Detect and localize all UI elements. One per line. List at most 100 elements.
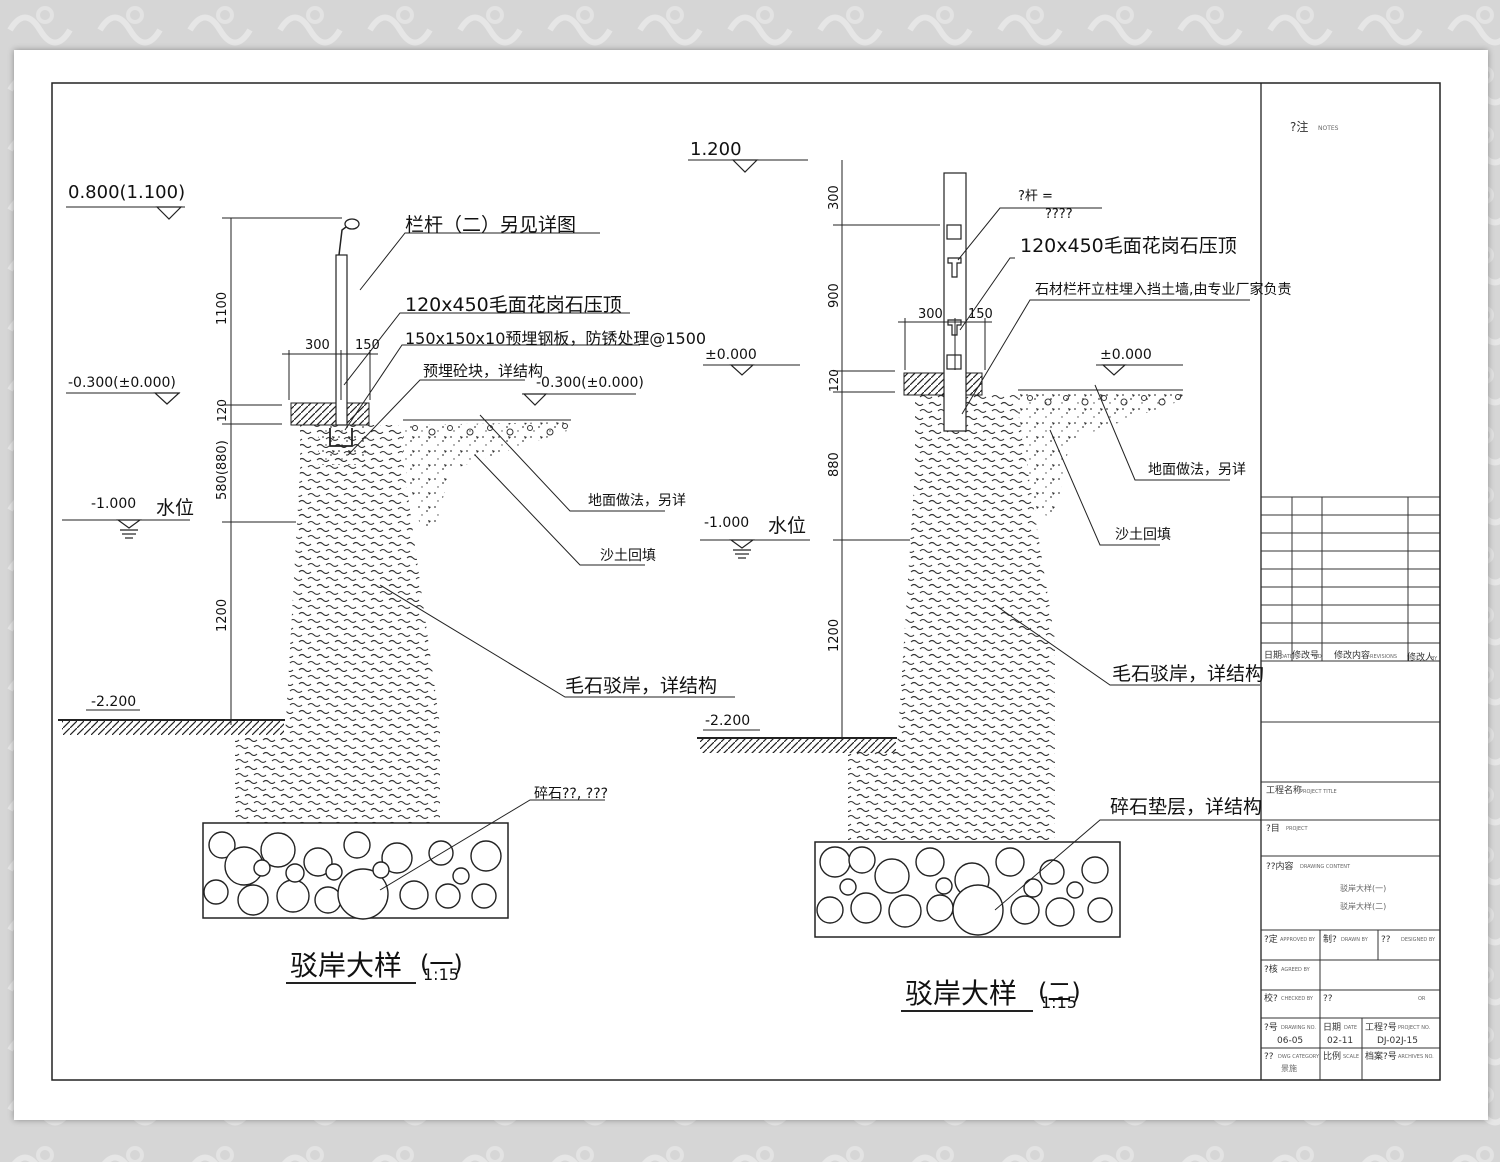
inner-border [51, 82, 1441, 1081]
scale-en: SCALE [1343, 1054, 1359, 1060]
note-backfill-2: 沙土回填 [1115, 527, 1171, 543]
note-gravel-2: 碎石垫层，详结构 [1110, 796, 1262, 818]
date-value: 02-11 [1327, 1036, 1353, 1046]
dimension-lines-2 [688, 159, 1183, 740]
elev-top-1: 0.800(1.100) [68, 182, 185, 203]
gravel-surface-2 [1027, 394, 1181, 406]
drawing-sheet: 0.800(1.100) -0.300(±0.000) -0.300(±0.00… [14, 50, 1488, 1120]
detail-suffix-1: (一) [420, 950, 463, 978]
dim-120-1: 120 [215, 399, 229, 422]
approved-label: ?定 [1264, 933, 1278, 945]
project-no-value: DJ-02J-15 [1377, 1036, 1418, 1046]
rev-content: 修改内容 [1334, 649, 1370, 661]
content-line-2: 驳岸大样(二) [1340, 901, 1386, 911]
checked-value: ?? [1323, 994, 1333, 1004]
elev-markers-1 [116, 206, 548, 529]
rubble-wall-2 [848, 395, 1055, 840]
date-label: 日期 [1323, 1022, 1341, 1033]
project-title-en: PROJECT TITLE [1300, 789, 1337, 795]
elev-water-2: -1.000 [704, 515, 749, 531]
railing-cap-1 [344, 218, 360, 230]
project-label: ?目 [1266, 823, 1280, 834]
elev-water-1: -1.000 [91, 496, 136, 512]
rev-date-en: DATE [1280, 654, 1293, 660]
note-coping-1: 120x450毛面花岗石压顶 [405, 294, 622, 316]
detail-scale-2: 1:15 [1041, 993, 1077, 1012]
drawing-no-value: 06-05 [1277, 1036, 1303, 1046]
date-en: DATE [1344, 1025, 1357, 1031]
notes-label: ?注 [1290, 119, 1308, 134]
revision-table [1261, 496, 1440, 1080]
drawn-en: DRAWN BY [1341, 937, 1369, 943]
dimension-lines-1 [62, 206, 636, 725]
archive-label: 档案?号 [1365, 1050, 1397, 1062]
drawn-label: 制? [1323, 933, 1337, 945]
archive-en: ARCHIVES NO. [1398, 1054, 1434, 1060]
project-title-label: 工程名称 [1266, 784, 1302, 796]
rev-by: 修改人 [1407, 651, 1434, 663]
gravel-stones-1 [203, 831, 502, 920]
content-line-1: 驳岸大样(一) [1340, 883, 1386, 893]
dim-1200-2: 1200 [827, 619, 842, 652]
dim-300-1: 300 [305, 338, 330, 353]
water-label-2: 水位 [768, 515, 806, 537]
railing-post-1 [335, 254, 348, 426]
detail-one: 0.800(1.100) -0.300(±0.000) -0.300(±0.00… [58, 182, 735, 984]
dim-120-2: 120 [827, 369, 841, 392]
dim-150-1: 150 [355, 338, 380, 353]
rev-no-en: NO. [1314, 654, 1323, 660]
checked-tail: OR [1418, 996, 1426, 1002]
leaders-1 [343, 232, 735, 891]
note-rubble-1: 毛石驳岸，详结构 [565, 675, 717, 697]
sand-backfill-1 [403, 422, 570, 530]
checked-label: 校? [1264, 992, 1278, 1004]
leaders-2 [957, 207, 1280, 911]
anchor-1 [329, 428, 353, 447]
rubble-wall-1 [235, 425, 440, 830]
agreed-label: ?核 [1264, 963, 1278, 975]
dim-150w-2: 150 [968, 307, 993, 322]
dim-580-1: 580(880) [215, 440, 230, 500]
note-post-2: 石材栏杆立柱埋入挡土墙,由专业厂家负责 [1035, 281, 1291, 298]
concrete-block-1 [318, 425, 366, 465]
note-ground-1: 地面做法，另详 [588, 493, 686, 509]
project-en: PROJECT [1286, 826, 1309, 832]
water-symbol-1 [120, 529, 138, 539]
water-symbol-2 [733, 549, 751, 559]
dim-1100-1: 1100 [215, 292, 230, 325]
elev-markers-2 [729, 159, 1127, 549]
dwg-cat-en: DWG CATEGORY [1278, 1054, 1320, 1060]
designed-en: DESIGNED BY [1401, 937, 1436, 943]
dim-900-2: 900 [827, 283, 842, 308]
rev-by-en: BY [1431, 656, 1438, 662]
note-ground-2: 地面做法，另详 [1148, 462, 1246, 478]
project-no-en: PROJECT NO. [1398, 1025, 1431, 1031]
detail-scale-1: 1:15 [423, 965, 459, 984]
coping-2 [903, 372, 983, 396]
drawing-no-label: ?号 [1264, 1022, 1278, 1033]
elev-bottom-1: -2.200 [91, 694, 136, 710]
elev-top-2: 1.200 [690, 139, 742, 160]
detail-title-1: 驳岸大样 [290, 949, 402, 982]
checked-en: CHECKED BY [1281, 996, 1314, 1002]
drawing-no-en: DRAWING NO. [1281, 1025, 1316, 1031]
rev-content-en: REVISIONS [1370, 654, 1397, 660]
water-label-1: 水位 [156, 497, 194, 519]
coping-1 [290, 402, 370, 426]
note-plate-1: 150x150x10预埋钢板，防锈处理@1500 [405, 329, 706, 348]
dim-880-2: 880 [827, 452, 842, 477]
post-2 [943, 172, 967, 432]
ground-line-2 [697, 737, 897, 753]
dwg-cat-label: ?? [1264, 1052, 1274, 1062]
scale-label: 比例 [1323, 1050, 1341, 1062]
agreed-en: AGREED BY [1281, 967, 1311, 973]
content-en: DRAWING CONTENT [1300, 864, 1351, 870]
elev-ground-right-2: ±0.000 [1100, 347, 1152, 363]
designed-label: ?? [1381, 935, 1391, 945]
rev-date: 日期 [1264, 650, 1282, 661]
approved-en: APPROVED BY [1280, 937, 1316, 943]
note-rubble-2: 毛石驳岸，详结构 [1112, 663, 1264, 685]
project-no-label: 工程?号 [1365, 1022, 1397, 1033]
note-railing-1: 栏杆（二）另见详图 [405, 214, 576, 236]
note-rail-b-2: ???? [1045, 207, 1073, 222]
